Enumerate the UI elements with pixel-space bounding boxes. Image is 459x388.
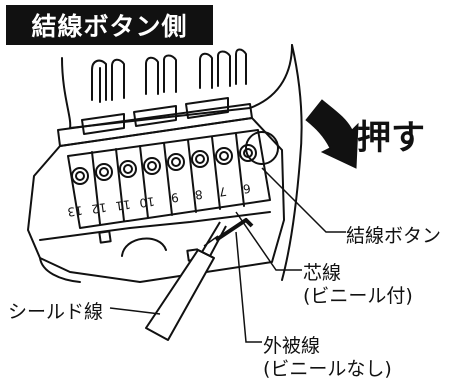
terminal-number: 9 — [170, 190, 180, 205]
button-leader — [261, 167, 346, 233]
core-wire — [214, 218, 254, 242]
wire-button-3 — [185, 97, 229, 119]
push-label: 押す — [357, 118, 425, 158]
lower-ledge — [39, 211, 271, 241]
connector-ribs — [91, 48, 247, 103]
outer-label: 外被線 — [263, 335, 321, 357]
push-arrow-icon — [305, 99, 359, 169]
clip-left — [98, 230, 112, 244]
wire-button-2 — [133, 105, 177, 127]
title-box: 結線ボタン側 — [6, 5, 213, 45]
terminal-number: 12 — [90, 200, 107, 216]
round-push-button — [245, 131, 279, 165]
wire-button-1 — [81, 113, 125, 135]
terminal-number: 6 — [242, 181, 252, 196]
core-note: (ビニール付) — [303, 285, 413, 307]
terminal-panel — [67, 129, 271, 229]
shield-leader — [109, 307, 161, 315]
terminal-number: 13 — [66, 203, 83, 219]
housing-right-edge — [281, 44, 303, 281]
terminal-number: 11 — [114, 197, 131, 213]
cable-notch — [121, 237, 167, 257]
core-label: 芯線 — [303, 262, 342, 284]
core-leader — [235, 211, 302, 271]
outer-note: (ビニールなし) — [263, 358, 392, 380]
page-title: 結線ボタン側 — [31, 12, 188, 41]
terminal-number: 10 — [138, 194, 155, 210]
terminal-number: 7 — [218, 184, 228, 199]
terminal-number: 8 — [194, 187, 204, 202]
shield-cable-drawing — [145, 218, 254, 341]
screw-holes — [71, 144, 257, 185]
button-label: 結線ボタン — [346, 225, 442, 247]
shield-label: シールド線 — [8, 301, 104, 323]
outer-leader — [235, 231, 262, 343]
block-body — [27, 117, 285, 283]
